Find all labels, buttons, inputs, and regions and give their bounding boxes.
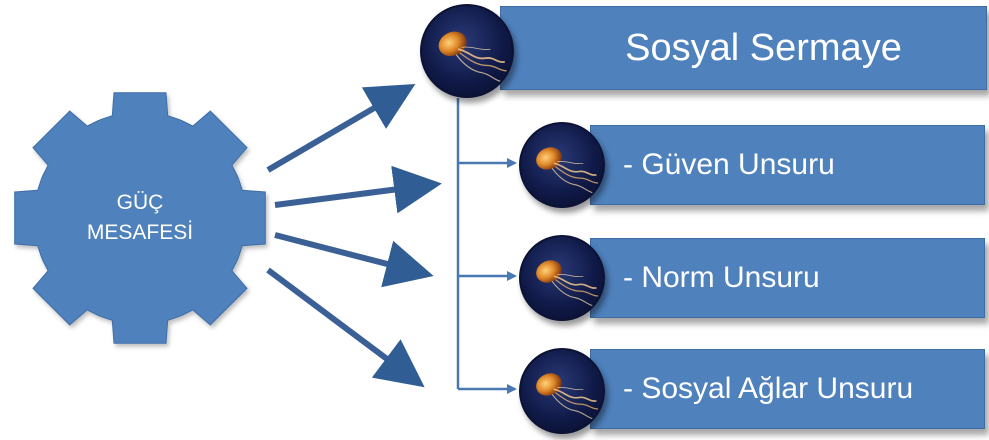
- norm-unsuru-label: - Norm Unsuru: [623, 261, 820, 294]
- jellyfish-orb-icon: [519, 235, 605, 321]
- sosyal-aglar-unsuru-box: - Sosyal Ağlar Unsuru: [590, 349, 985, 429]
- jellyfish-orb-icon: [420, 4, 514, 98]
- gear-label: GÜÇ MESAFESİ: [40, 188, 240, 248]
- sosyal-sermaye-label: Sosyal Sermaye: [625, 26, 902, 69]
- guven-unsuru-label: - Güven Unsuru: [623, 148, 835, 181]
- arrow-to-sosyal-sermaye: [266, 83, 416, 173]
- sosyal-sermaye-box: Sosyal Sermaye: [500, 6, 987, 90]
- arrow-to-center: [274, 165, 442, 214]
- jellyfish-orb-icon: [519, 348, 605, 434]
- guven-unsuru-box: - Güven Unsuru: [590, 125, 985, 205]
- gear-icon: [14, 92, 266, 344]
- jellyfish-orb-icon: [519, 122, 605, 208]
- sosyal-aglar-unsuru-label: - Sosyal Ağlar Unsuru: [623, 372, 914, 405]
- arrow-to-mid: [274, 232, 434, 288]
- gear-label-line1: GÜÇ: [116, 191, 164, 214]
- norm-unsuru-box: - Norm Unsuru: [590, 238, 985, 318]
- gear-label-line2: MESAFESİ: [86, 221, 194, 244]
- arrow-to-bottom: [266, 267, 425, 388]
